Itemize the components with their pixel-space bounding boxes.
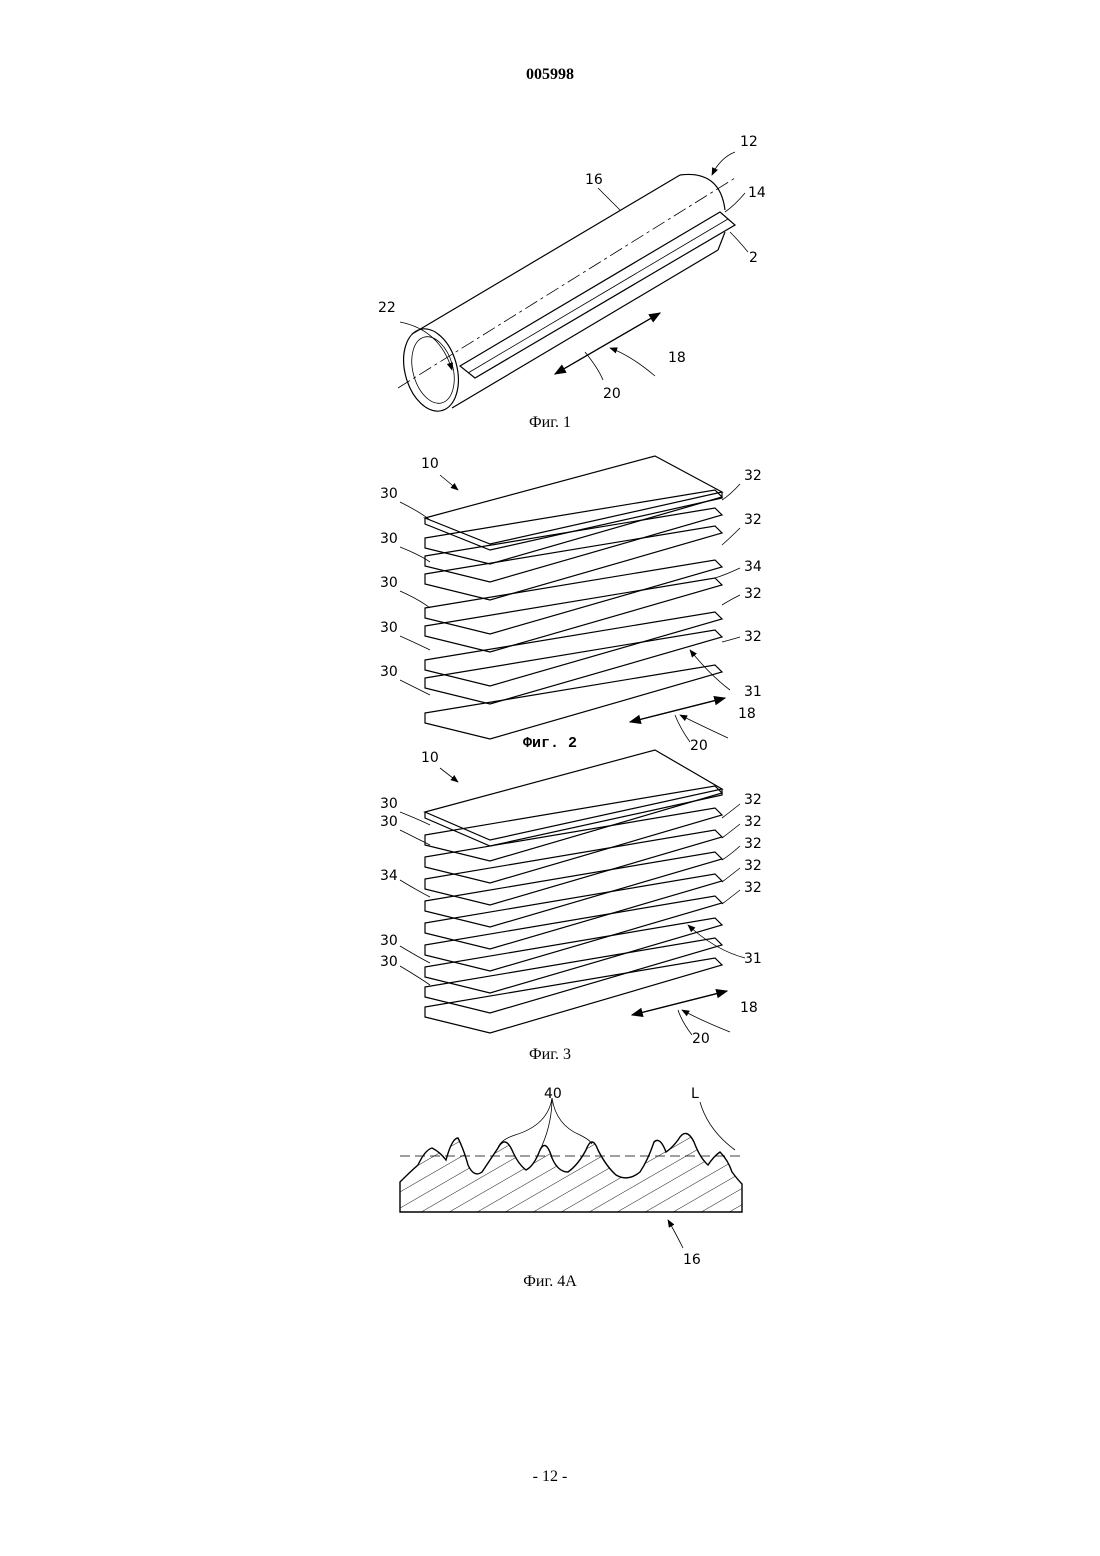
label-32: 32: [744, 629, 762, 645]
leader-18: [610, 348, 655, 376]
cylinder-end-inner: [405, 332, 461, 408]
leader-40-c: [552, 1098, 592, 1144]
label-32: 32: [744, 858, 762, 874]
surface-profile-section: [400, 1133, 742, 1212]
figure-1-drawing: 12 16 14 2 22 18 20: [378, 134, 766, 417]
label-30: 30: [380, 620, 398, 636]
label-32: 32: [744, 814, 762, 830]
leader-10: [440, 475, 458, 490]
label-30: 30: [380, 814, 398, 830]
label-30: 30: [380, 933, 398, 949]
label-30: 30: [380, 486, 398, 502]
label-32: 32: [744, 468, 762, 484]
figure-4a-drawing: 40 L 16: [400, 1086, 745, 1268]
leader-20: [585, 352, 603, 380]
label-16: 16: [683, 1252, 701, 1268]
label-31: 31: [744, 951, 762, 967]
label-30: 30: [380, 664, 398, 680]
label-16: 16: [585, 172, 603, 188]
blade-inner-edge: [468, 219, 728, 373]
figure-1-caption: Фиг. 1: [0, 414, 1100, 432]
label-30: 30: [380, 531, 398, 547]
label-40: 40: [544, 1086, 562, 1102]
leader-31: [690, 650, 730, 690]
label-18: 18: [668, 350, 686, 366]
label-10: 10: [421, 456, 439, 472]
label-34: 34: [744, 559, 762, 575]
label-20: 20: [692, 1031, 710, 1047]
figure-3-drawing: 10 30 30 34 30 30 32 32 32 32 32 31 18 2…: [380, 750, 762, 1047]
figure-2-drawing: 10 30 30 30 30 30 32 32 34 32 32 31 18 2…: [380, 456, 762, 754]
label-34: 34: [380, 868, 398, 884]
label-2: 2: [749, 250, 758, 266]
leader-14: [725, 193, 745, 212]
label-30: 30: [380, 954, 398, 970]
label-20: 20: [603, 386, 621, 402]
leader-2: [730, 232, 748, 252]
figure-2-caption: Фиг. 2: [0, 735, 1100, 752]
label-32: 32: [744, 792, 762, 808]
figure-4a-caption: Фиг. 4A: [0, 1273, 1100, 1291]
sheet-stack: [425, 750, 722, 1033]
leader-18: [682, 1010, 730, 1032]
label-22: 22: [378, 300, 396, 316]
label-30: 30: [380, 796, 398, 812]
cylinder-far-end: [680, 174, 725, 210]
label-L: L: [691, 1086, 699, 1102]
label-32: 32: [744, 880, 762, 896]
label-14: 14: [748, 185, 766, 201]
label-32: 32: [744, 512, 762, 528]
arrow-direction-20: [630, 698, 725, 722]
cylinder-top-edge: [412, 175, 680, 334]
sheet-stack: [425, 456, 722, 739]
label-31: 31: [744, 684, 762, 700]
label-30: 30: [380, 575, 398, 591]
cylinder-bottom-edge: [452, 250, 718, 408]
leader-16: [668, 1220, 683, 1248]
arrow-direction-20: [632, 991, 727, 1015]
label-18: 18: [738, 706, 756, 722]
figure-3-caption: Фиг. 3: [0, 1046, 1100, 1064]
leader-L: [700, 1102, 735, 1150]
leader-10: [440, 768, 458, 782]
label-12: 12: [740, 134, 758, 150]
leader-16: [598, 188, 620, 210]
page-number: - 12 -: [0, 1468, 1100, 1486]
label-10: 10: [421, 750, 439, 766]
leader-12: [712, 152, 735, 175]
label-32: 32: [744, 836, 762, 852]
label-18: 18: [740, 1000, 758, 1016]
label-32: 32: [744, 586, 762, 602]
